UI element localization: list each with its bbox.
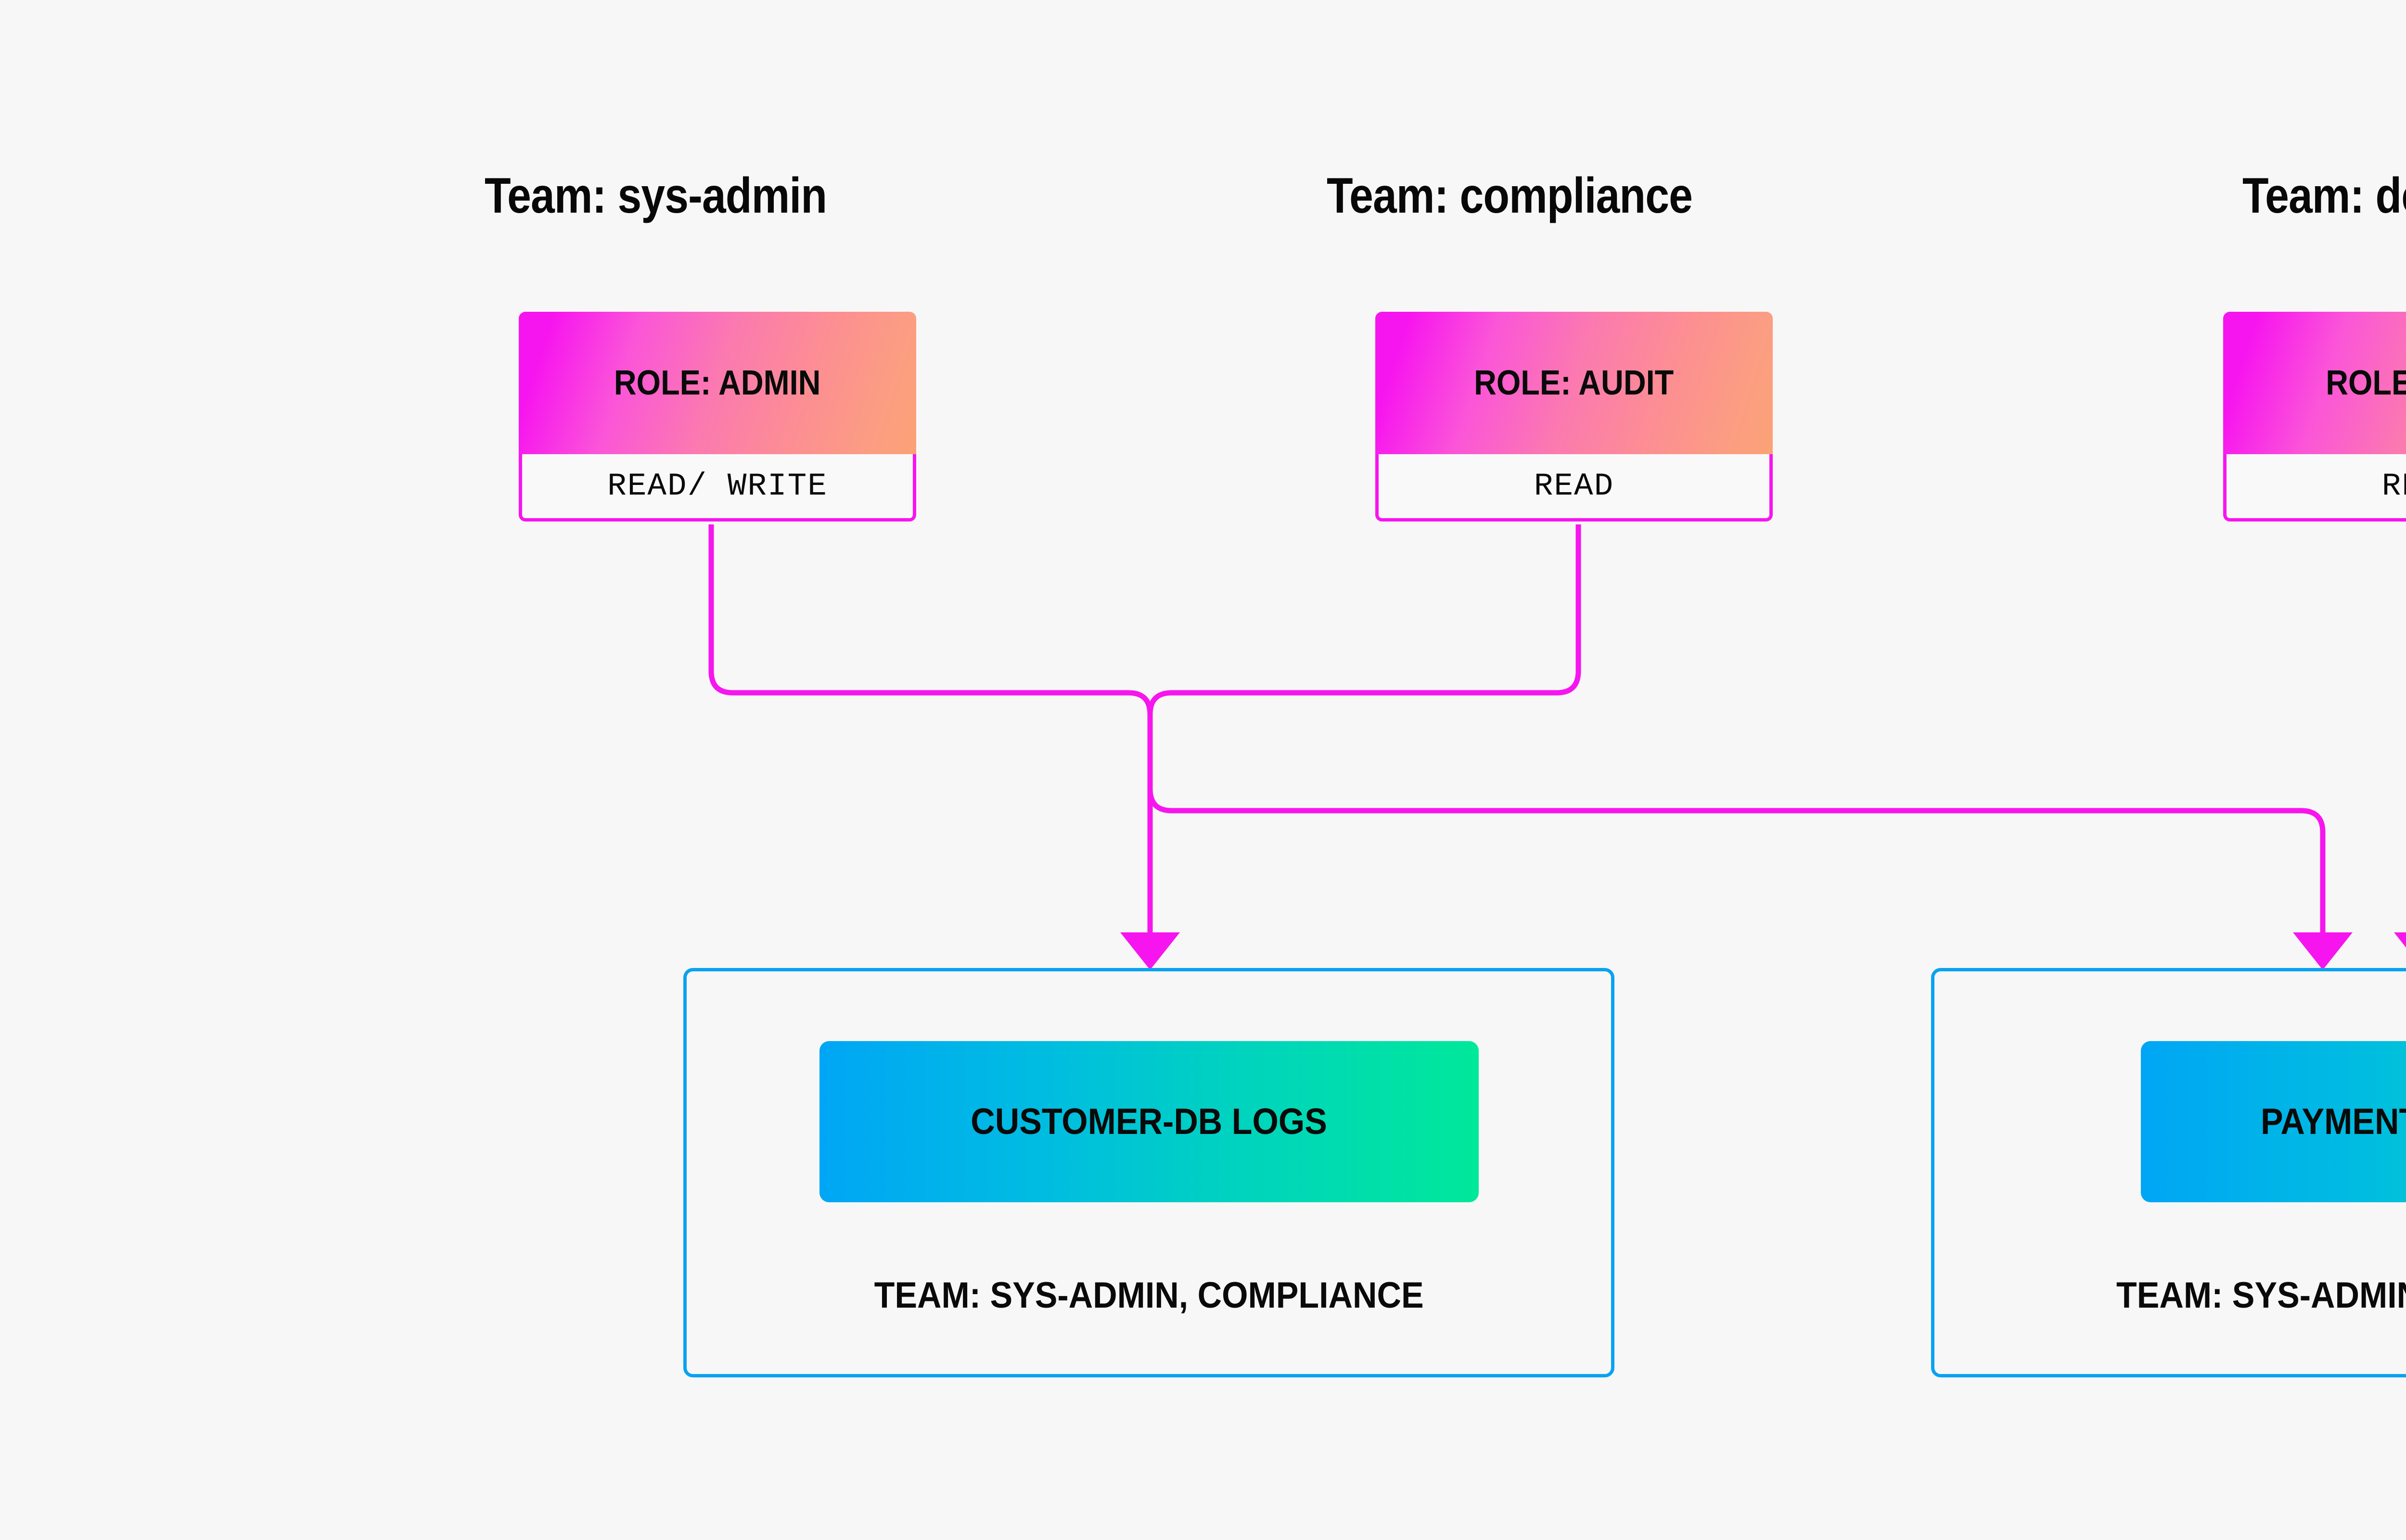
resource-name-payment-service-logs: PAYMENT-SERVICE LOGS [2260,1101,2406,1142]
edge-sysadmin-to-customerdb [708,524,1153,933]
role-card-body-compliance: READ [1375,454,1773,522]
permission-label-compliance: READ [1534,468,1614,504]
resource-box-customer-db-logs[interactable]: CUSTOMER-DB LOGS TEAM: SYS-ADMIN, COMPLI… [683,968,1614,1377]
resource-teams-customer-db-logs: TEAM: SYS-ADMIN, COMPLIANCE [874,1275,1424,1316]
team-title-compliance: Team: compliance [1327,168,1693,224]
role-card-body-sys-admin: READ/ WRITE [519,454,916,522]
role-card-body-devops: READ [2223,454,2406,522]
resource-chip-customer-db-logs: CUSTOMER-DB LOGS [819,1041,1479,1202]
permission-label-sys-admin: READ/ WRITE [607,468,828,504]
arrowhead-customerdb [1120,932,1180,970]
arrowhead-paymentservice-devops [2394,932,2406,948]
role-card-header-compliance: ROLE: AUDIT [1375,312,1773,454]
resource-teams-payment-service-logs: TEAM: SYS-ADMIN, COMPLIANCE, DEVOPS [2116,1275,2406,1316]
resource-name-customer-db-logs: CUSTOMER-DB LOGS [971,1101,1327,1142]
role-label-compliance: ROLE: AUDIT [1474,364,1674,402]
resource-box-payment-service-logs[interactable]: PAYMENT-SERVICE LOGS TEAM: SYS-ADMIN, CO… [1931,968,2406,1377]
role-label-devops: ROLE: CI-CD [2326,364,2406,402]
permission-label-devops: READ [2381,468,2406,504]
role-card-header-devops: ROLE: CI-CD [2223,312,2406,454]
role-card-compliance[interactable]: ROLE: AUDIT READ [1375,312,1773,522]
resource-chip-payment-service-logs: PAYMENT-SERVICE LOGS [2141,1041,2406,1202]
role-card-sys-admin[interactable]: ROLE: ADMIN READ/ WRITE [519,312,916,522]
role-card-header-sys-admin: ROLE: ADMIN [519,312,916,454]
edge-bus-to-paymentservice [1147,714,2326,933]
arrowhead-paymentservice-bus [2293,932,2353,970]
team-title-sys-admin: Team: sys-admin [485,168,827,224]
team-title-devops: Team: devops [2242,168,2406,224]
role-label-sys-admin: ROLE: ADMIN [614,364,821,402]
role-card-devops[interactable]: ROLE: CI-CD READ [2223,312,2406,522]
edge-compliance-to-customerdb [1147,524,1581,715]
